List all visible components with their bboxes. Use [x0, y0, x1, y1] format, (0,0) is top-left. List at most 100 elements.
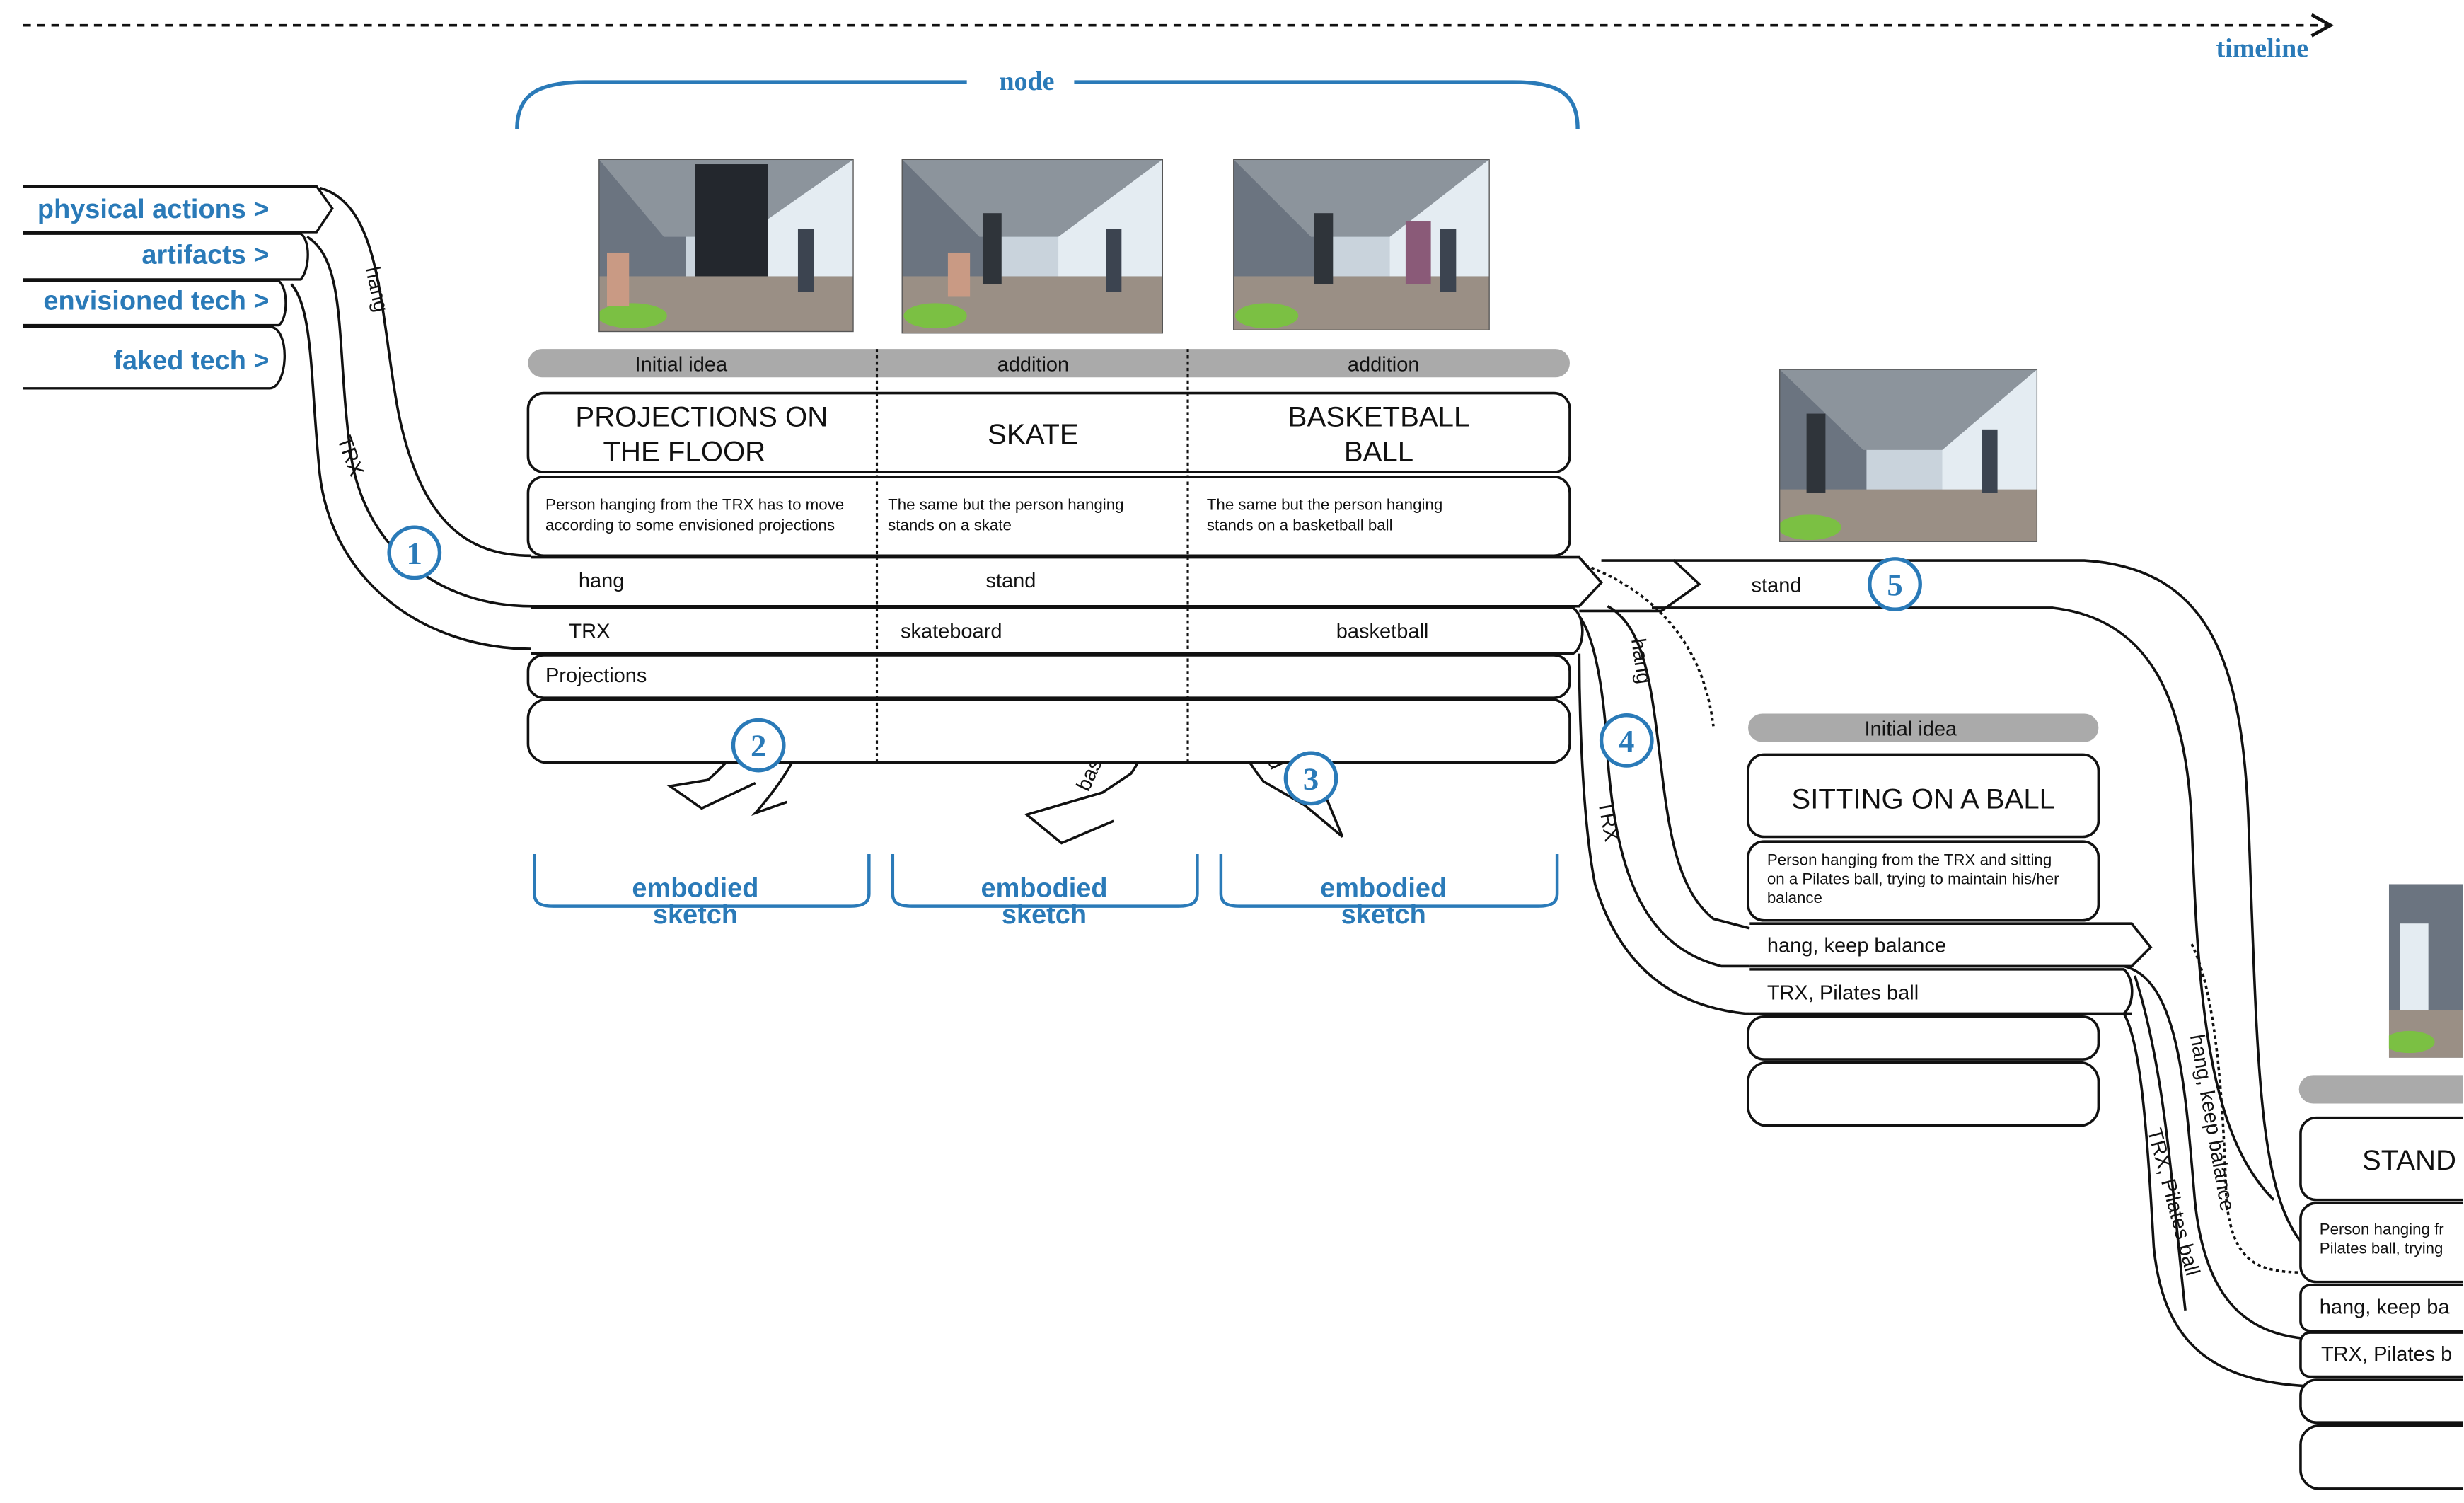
timeline: timeline: [23, 13, 2335, 63]
node-b-title-row: [1747, 753, 2100, 839]
stream-4-inner: [1575, 611, 2132, 968]
row-label-physical-actions: physical actions >: [37, 195, 270, 224]
row-label-faked-tech: faked tech >: [113, 346, 269, 376]
photo-2: [902, 159, 1163, 333]
stream-label-s4-hang: hang: [1626, 637, 1655, 685]
embodied-sketch-1-line-1: embodied: [632, 873, 758, 903]
node-b-physical: hang, keep balance: [1767, 934, 1946, 957]
marker-3: 3: [1283, 751, 1338, 806]
stream-5-arrow: [1579, 559, 1701, 613]
description-row: [526, 476, 1571, 558]
embodied-sketch-2-line-1: embodied: [981, 873, 1107, 903]
tab-artifacts: [23, 232, 309, 281]
desc-skate-line-2: stands on a skate: [888, 517, 1012, 534]
node-c-physical: hang, keep ba: [2320, 1296, 2451, 1318]
node-brace: [515, 80, 1580, 129]
title-row: [526, 391, 1571, 473]
photo-4-frame: [1779, 369, 2038, 542]
markers: 1 2 3 4 5: [387, 525, 1922, 806]
cell-physical-hang: hang: [579, 570, 625, 592]
stream-label-s4-trx: TRX: [1593, 799, 1623, 843]
row-label-artifacts: artifacts >: [141, 241, 269, 270]
header-initial-idea: Initial idea: [635, 353, 728, 376]
node-b-faked-row: [1747, 1061, 2100, 1127]
node-b-desc-line-3: balance: [1767, 889, 1822, 906]
stream-1-inner: [290, 283, 531, 650]
cell-physical-stand: stand: [985, 570, 1036, 592]
node-b-title: SITTING ON A BALL: [1791, 783, 2055, 814]
row-label-tabs: [23, 185, 334, 390]
node-c-artifact-row: [2299, 1331, 2463, 1378]
timeline-label: timeline: [2216, 33, 2309, 63]
svg-text:4: 4: [1619, 723, 1634, 759]
title-projections-line-2: THE FLOOR: [603, 435, 765, 467]
photo-1: [598, 159, 854, 332]
desc-basketball-line-1: The same but the person hanging: [1207, 496, 1442, 514]
tab-faked-tech: [23, 326, 286, 390]
stream-label-top-hang: hang: [361, 265, 393, 314]
header-band: [528, 349, 1570, 378]
node-b-header-band: [1748, 713, 2099, 742]
node-b-description-row: [1747, 840, 2100, 922]
tab-physical-actions: [23, 185, 334, 234]
marker-1: 1: [387, 525, 442, 580]
desc-basketball-line-2: stands on a basketball ball: [1207, 517, 1393, 534]
node-b-physical-row: [1749, 922, 2153, 968]
stream-right-d: [2133, 975, 2187, 1311]
stream-right-dotted: [2190, 943, 2306, 1274]
svg-text:2: 2: [751, 728, 766, 764]
stream-4-outer: [1607, 605, 1750, 930]
marker-5: 5: [1868, 557, 1922, 611]
stream-5-top: [1674, 559, 2310, 1252]
tab-envisioned-tech: [23, 280, 287, 327]
embodied-sketch-3-line-1: embodied: [1320, 873, 1447, 903]
stream-right-b: [2123, 964, 2309, 1340]
title-basketball-line-1: BASKETBALL: [1288, 401, 1470, 432]
physical-row: [531, 555, 1603, 608]
stream-4-b: [1578, 653, 2132, 1015]
photo-3: [1233, 159, 1490, 330]
cell-artifact-trx: TRX: [569, 620, 610, 643]
stream-label-s5-stand: stand: [1752, 575, 1802, 597]
node-c-artifact: TRX, Pilates b: [2321, 1343, 2452, 1366]
title-basketball-line-2: BALL: [1344, 435, 1413, 467]
svg-text:5: 5: [1887, 567, 1902, 602]
node-c-envisioned-row: [2299, 1378, 2463, 1424]
svg-text:3: 3: [1303, 761, 1319, 797]
node-b: Initial idea SITTING ON A BALL Person ha…: [1747, 713, 2153, 1127]
svg-text:1: 1: [407, 536, 422, 571]
marker-4: 4: [1599, 713, 1654, 768]
title-projections-line-1: PROJECTIONS ON: [575, 401, 828, 432]
stream-label-top-trx: TRX: [332, 433, 368, 479]
node-c-title: STAND: [2362, 1144, 2456, 1176]
embodied-sketch-2-line-2: sketch: [1002, 900, 1087, 930]
row-label-envisioned-tech: envisioned tech >: [43, 286, 269, 316]
node-c-title-row: [2299, 1116, 2463, 1202]
stream-ribbons: [290, 186, 2310, 1388]
desc-projections-line-1: Person hanging from the TRX has to move: [545, 496, 844, 514]
stream-right-c: [2122, 1013, 2309, 1388]
header-addition-2: addition: [1348, 353, 1420, 376]
node-b-desc-line-1: Person hanging from the TRX and sitting: [1767, 851, 2052, 869]
photo-3-frame: [1233, 159, 1490, 330]
node-b-header: Initial idea: [1865, 718, 1957, 741]
desc-projections-line-2: according to some envisioned projections: [545, 517, 835, 534]
photo-1-frame: [598, 159, 854, 333]
embodied-sketch-1-line-2: sketch: [653, 900, 738, 930]
node-c-faked-row: [2299, 1424, 2463, 1490]
stream-5-bottom: [1651, 606, 2275, 1201]
node-b-desc-line-2: on a Pilates ball, trying to maintain hi…: [1767, 870, 2059, 887]
node-c-desc-line-2: Pilates ball, trying: [2320, 1239, 2443, 1257]
embodied-sketch-braces: [533, 854, 1559, 908]
artifact-row: [531, 606, 1584, 655]
cell-artifact-basketball: basketball: [1336, 620, 1429, 643]
faked-row: [526, 698, 1571, 764]
stream-5-dotted: [1585, 564, 1715, 727]
node-b-artifact-row: [1749, 968, 2134, 1015]
node-c-header-band: [2298, 1075, 2463, 1104]
stream-1-mid: [306, 236, 531, 608]
node-b-envisioned-row: [1747, 1015, 2100, 1061]
photo-4: [1779, 369, 2037, 542]
node-b-artifact: TRX, Pilates ball: [1767, 981, 1919, 1004]
